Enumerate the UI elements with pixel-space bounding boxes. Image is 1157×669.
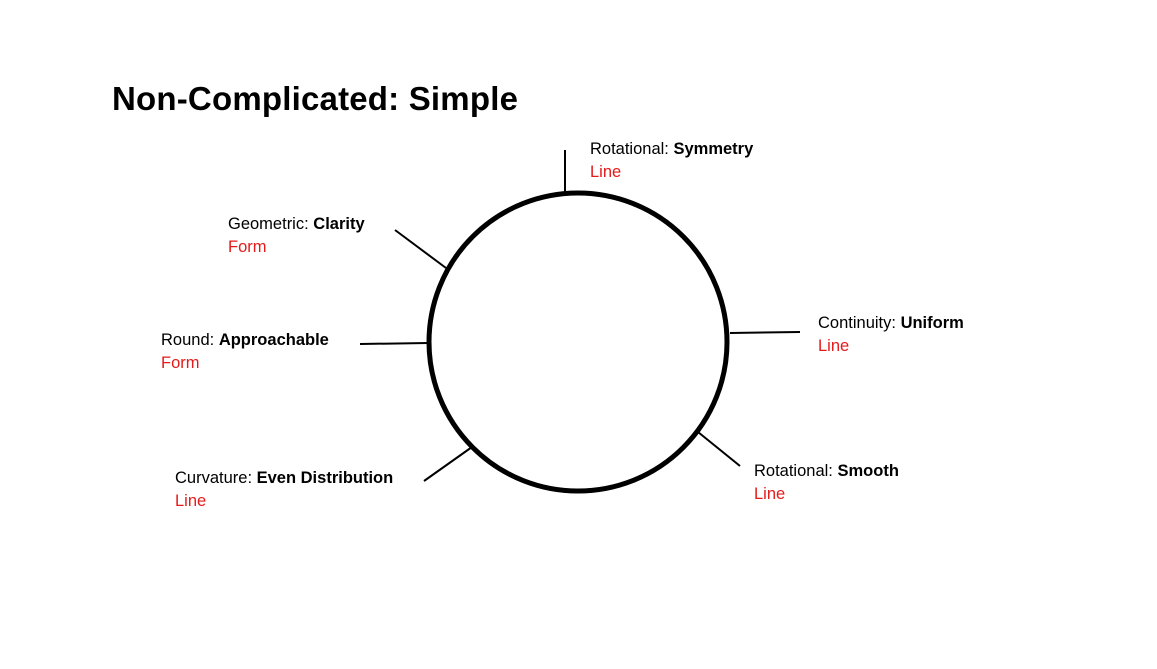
connector-left xyxy=(359,342,429,345)
label-lower-left-prefix: Curvature: xyxy=(175,469,253,487)
label-lower-right-term: Smooth xyxy=(837,462,899,480)
connector-lower-left xyxy=(423,446,473,482)
label-right: Continuity: Uniform Line xyxy=(818,312,964,357)
page-title: Non-Complicated: Simple xyxy=(112,80,519,117)
main-circle xyxy=(426,190,730,494)
label-top-prefix: Rotational: xyxy=(590,140,669,158)
connector-right xyxy=(729,331,801,334)
label-lower-left-term: Even Distribution xyxy=(256,469,394,487)
label-upper-left-term: Clarity xyxy=(313,215,365,233)
label-lower-left-category: Line xyxy=(175,491,207,510)
label-left: Round: Approachable Form xyxy=(161,329,329,374)
label-top-term: Symmetry xyxy=(673,140,754,158)
label-lower-right-category: Line xyxy=(754,484,786,503)
label-upper-left: Geometric: Clarity Form xyxy=(228,213,365,258)
label-left-category: Form xyxy=(161,353,200,372)
label-right-category: Line xyxy=(818,336,850,355)
label-left-term: Approachable xyxy=(218,331,329,349)
label-top-category: Line xyxy=(590,162,622,181)
connector-lower-right xyxy=(697,431,741,467)
label-left-prefix: Round: xyxy=(161,331,215,349)
label-lower-right-prefix: Rotational: xyxy=(754,462,833,480)
label-lower-right: Rotational: Smooth Line xyxy=(754,460,899,505)
connector-upper-left xyxy=(394,229,447,269)
label-upper-left-category: Form xyxy=(228,237,267,256)
label-lower-left: Curvature: Even Distribution Line xyxy=(175,467,393,512)
label-upper-left-prefix: Geometric: xyxy=(228,215,309,233)
label-top: Rotational: Symmetry Line xyxy=(590,138,753,183)
label-right-term: Uniform xyxy=(900,314,964,332)
label-right-prefix: Continuity: xyxy=(818,314,896,332)
